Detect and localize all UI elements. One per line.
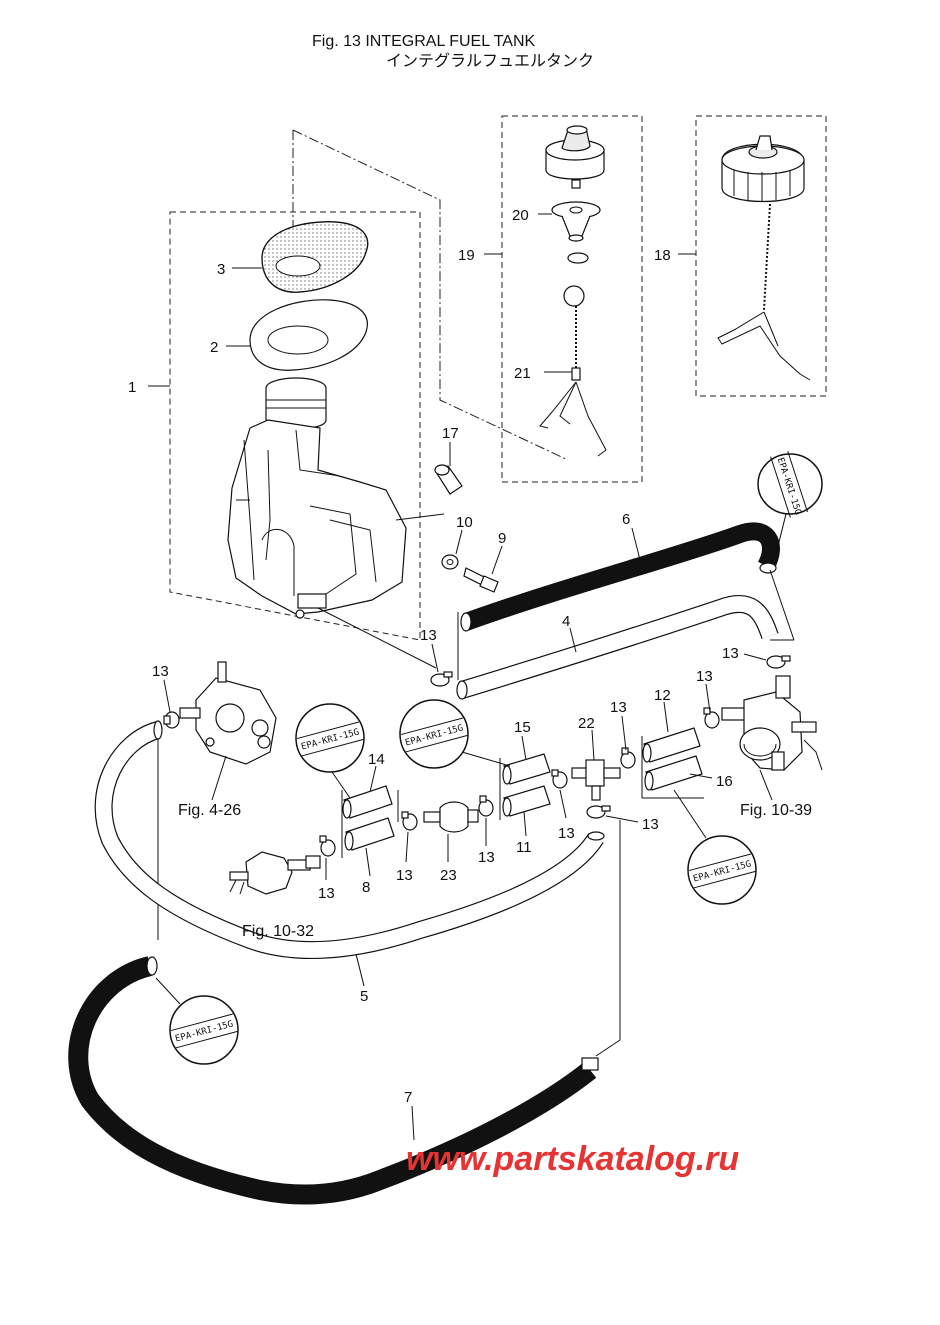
callout-4: 4 [562,613,570,630]
callout-14: 14 [368,751,385,768]
part-6-vent-hose [460,522,780,632]
part-15-hose [502,753,551,785]
figure-title: Fig. 13 INTEGRAL FUEL TANK [312,33,536,50]
callout-17: 17 [442,425,459,442]
part-16-hose [644,755,703,791]
part-1-fuel-tank [227,377,407,619]
hose-marking-stamp-3: EPA-KRI-15G [399,699,469,769]
callout-13-mid: 13 [478,849,495,866]
hose-marking-stamp-1: EPA-KRI-15G [757,450,823,518]
callout-1: 1 [128,379,136,396]
callout-10: 10 [456,514,473,531]
part-21-chain [539,252,607,457]
callout-21: 21 [514,365,531,382]
callout-6: 6 [622,511,630,528]
group-box-cap-assembly-18 [695,115,827,397]
carburetor-ref-10-39 [721,675,823,771]
part-19-fuel-cap [545,125,605,189]
part-5-fuel-hose [94,720,605,959]
callout-15: 15 [514,719,531,736]
primer-ref-10-32 [229,851,321,895]
callout-11: 11 [516,839,532,856]
part-2-gasket [249,299,368,371]
fig-ref-10-39: Fig. 10-39 [740,802,812,819]
hose-clamp-13-primer [319,835,336,857]
callout-13-pump-right: 13 [696,668,713,685]
part-12-hose [642,727,701,763]
callout-9: 9 [498,530,506,547]
callout-13-primer: 13 [318,885,335,902]
callout-2: 2 [210,339,218,356]
part-22-tee-joint [571,759,621,801]
part-23-fuel-filter [423,801,479,833]
callout-12: 12 [654,687,671,704]
callout-13-mid-left: 13 [396,867,413,884]
guide-line-cap [292,129,569,461]
hose-clamp-13-tee-right [620,747,636,769]
hose-marking-stamp-4: EPA-KRI-15G [687,835,757,905]
callout-3: 3 [217,261,225,278]
callout-18: 18 [654,247,671,264]
callout-13-left-top: 13 [420,627,437,644]
callout-23: 23 [440,867,457,884]
callout-13-tee-left: 13 [558,825,575,842]
fuel-pump-ref-4-26 [179,661,277,765]
callout-16: 16 [716,773,733,790]
part-18-fuel-cap-chain [717,135,811,381]
figure-title-japanese: インテグラルフュエルタンク [386,52,594,70]
fig-ref-4-26: Fig. 4-26 [178,802,241,819]
callout-13-tee-bottom: 13 [642,816,659,833]
callout-22: 22 [578,715,595,732]
part-11-hose [502,785,551,817]
hose-clamp-13-mid-left [401,811,418,831]
part-3-sponge-seal [261,221,369,293]
callout-20: 20 [512,207,529,224]
part-4-hose [456,594,779,700]
hose-clamp-13-left-top [430,671,453,687]
part-10-washer [441,554,459,570]
watermark: www.partskatalog.ru [406,1140,739,1178]
group-box-cap-assembly-19 [501,115,643,483]
callout-19: 19 [458,247,475,264]
callout-13-pump: 13 [152,663,169,680]
callout-5: 5 [360,988,368,1005]
part-20-seal [551,201,601,242]
hose-clamp-13-tee-bottom [586,805,611,819]
hose-clamp-13-tee-left [551,769,568,789]
callout-13-right-top: 13 [722,645,739,662]
hose-clamp-13-mid [478,795,494,817]
hose-clamp-13-right-top [766,655,791,669]
part-17-grommet [434,464,463,495]
fig-ref-10-32: Fig. 10-32 [242,923,314,940]
hose-clamp-13-pump [163,711,180,729]
callout-7: 7 [404,1089,412,1106]
part-9-bolt [463,567,499,593]
hose-marking-stamp-2: EPA-KRI-15G [295,703,365,773]
hose-marking-stamp-5: EPA-KRI-15G [169,995,239,1065]
part-8-hose [344,817,395,851]
part-14-hose [342,785,393,819]
callout-13-tee-right: 13 [610,699,627,716]
callout-8: 8 [362,879,370,896]
hose-clamp-13-pump-right [703,707,720,729]
part-7-fuel-hose [68,956,599,1205]
